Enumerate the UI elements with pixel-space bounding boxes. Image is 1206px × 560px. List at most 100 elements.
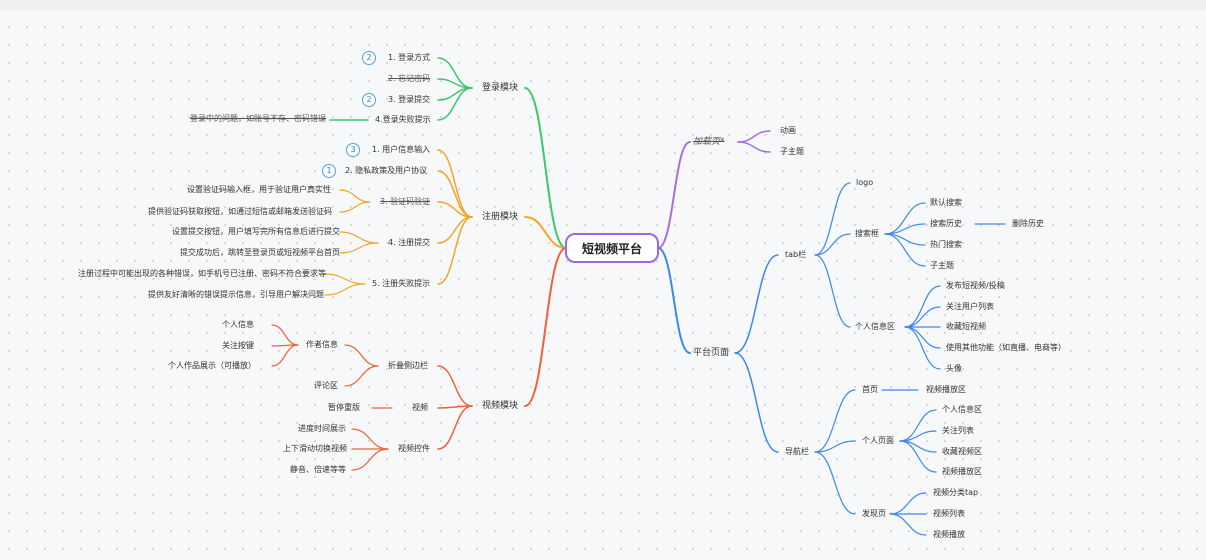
node-search-history[interactable]: 搜索历史	[930, 219, 962, 228]
badge-privacy-policy[interactable]: 1	[322, 164, 336, 178]
node-logo[interactable]: logo	[856, 178, 874, 187]
node-progress-time[interactable]: 进度时间展示	[298, 424, 346, 433]
edge-profile-1	[904, 306, 941, 328]
edge-loading-anim	[737, 130, 771, 143]
node-follow-button[interactable]: 关注按键	[222, 341, 254, 350]
node-login-module[interactable]: 登录模块	[482, 83, 519, 93]
node-captcha-verify[interactable]: 3. 验证码验证	[380, 197, 431, 206]
edge-tab-search	[814, 233, 851, 256]
edge-tab-profile	[814, 254, 851, 328]
node-login-method[interactable]: 1. 登录方式	[388, 53, 431, 62]
edge-register-1	[437, 170, 473, 218]
node-user-info-input[interactable]: 1. 用户信息输入	[372, 145, 431, 154]
badge-login-method[interactable]: 2	[362, 51, 376, 65]
node-personal-info[interactable]: 个人信息	[222, 320, 254, 329]
node-collapsible-sidebar[interactable]: 折叠侧边栏	[388, 361, 428, 370]
edge-root-video	[524, 247, 567, 407]
node-favorite-videos[interactable]: 收藏短视频	[946, 322, 986, 331]
edge-discover-0	[889, 492, 927, 515]
edge-nav-discover	[814, 451, 856, 515]
node-animation[interactable]: 动画	[780, 126, 796, 135]
edge-register-4	[437, 216, 473, 285]
badge-login-submit[interactable]: 2	[362, 93, 376, 107]
edge-root-loading	[657, 141, 691, 249]
edge-register-0	[437, 149, 473, 218]
edge-captcha-2	[339, 201, 371, 213]
edge-fail-2	[324, 283, 366, 296]
node-register-fail-note-1[interactable]: 注册过程中可能出现的各种错误，如手机号已注册、密码不符合要求等	[78, 269, 326, 278]
node-home-video-area[interactable]: 视频播放区	[926, 385, 966, 394]
node-loading-subtopic[interactable]: 子主题	[780, 147, 804, 156]
node-video-category[interactable]: 视频分类tap	[933, 488, 979, 497]
node-login-submit[interactable]: 3. 登录提交	[388, 95, 431, 104]
node-navbar[interactable]: 导航栏	[785, 447, 809, 456]
node-register-fail-note-2[interactable]: 提供友好清晰的错误提示信息，引导用户解决问题	[148, 290, 324, 299]
edge-root-login	[524, 87, 567, 249]
root-node[interactable]: 短视频平台	[565, 233, 659, 263]
node-video-controls[interactable]: 视频控件	[398, 444, 430, 453]
node-following-list[interactable]: 关注用户列表	[946, 302, 994, 311]
node-platform-page[interactable]: 平台页面	[693, 348, 730, 358]
node-login-fail-note[interactable]: 登录中的问题，如账号不存、密码错误	[190, 114, 326, 123]
edge-sidebar-author	[344, 344, 379, 367]
node-video-play[interactable]: 视频播放	[933, 530, 965, 539]
edge-root-platform	[657, 247, 691, 354]
edge-login-3	[437, 87, 473, 121]
node-login-fail[interactable]: 4.登录失败提示	[375, 115, 431, 124]
node-register-module[interactable]: 注册模块	[482, 212, 519, 222]
edge-register-3	[437, 216, 473, 244]
node-avatar[interactable]: 头像	[946, 364, 962, 373]
root-label: 短视频平台	[581, 241, 642, 256]
node-pause[interactable]: 暂停重版	[328, 403, 360, 412]
node-author-info[interactable]: 作者信息	[306, 340, 338, 349]
node-search-subtopic[interactable]: 子主题	[930, 261, 954, 270]
edge-submit-2	[339, 242, 379, 254]
edge-profile-0	[904, 285, 941, 328]
node-home[interactable]: 首页	[862, 385, 878, 394]
node-default-search[interactable]: 默认搜索	[930, 198, 962, 207]
node-register-fail[interactable]: 5. 注册失败提示	[372, 279, 431, 288]
node-register-submit[interactable]: 4. 注册提交	[388, 238, 431, 247]
node-discover[interactable]: 发现页	[862, 509, 886, 518]
node-video[interactable]: 视频	[412, 403, 428, 412]
node-video-list[interactable]: 视频列表	[933, 509, 965, 518]
node-personal-video-area[interactable]: 视频播放区	[942, 467, 982, 476]
node-personal-page[interactable]: 个人页面	[862, 436, 894, 445]
node-profile-area[interactable]: 个人信息区	[855, 322, 895, 331]
top-band	[0, 0, 1206, 10]
node-comment-area[interactable]: 评论区	[314, 381, 338, 390]
node-works-display[interactable]: 个人作品展示（可播放）	[168, 361, 256, 370]
node-delete-history[interactable]: 删除历史	[1012, 219, 1044, 228]
edge-author-2	[271, 344, 299, 367]
node-register-submit-note-2[interactable]: 提交成功后，跳转至登录页或短视频平台首页	[180, 248, 340, 257]
edge-video-2	[437, 405, 473, 450]
node-other-features[interactable]: 使用其他功能（如直播、电商等）	[946, 343, 1066, 352]
node-forgot-password[interactable]: 2. 忘记密码	[388, 74, 431, 83]
node-swipe-switch[interactable]: 上下滑动切换视频	[283, 444, 347, 453]
node-hot-search[interactable]: 热门搜索	[930, 240, 962, 249]
edge-profile-3	[904, 326, 941, 349]
node-publish-video[interactable]: 发布短视频/投稿	[946, 281, 1005, 290]
node-captcha-note-1[interactable]: 设置验证码输入框，用于验证用户真实性	[187, 185, 331, 194]
edge-loading-sub	[737, 141, 771, 153]
node-video-module[interactable]: 视频模块	[482, 401, 519, 411]
node-follow-list[interactable]: 关注列表	[942, 426, 974, 435]
mindmap-edges	[271, 57, 1006, 536]
node-privacy-policy[interactable]: 2. 隐私政策及用户协议	[345, 166, 428, 175]
node-register-submit-note-1[interactable]: 设置提交按钮，用户填写完所有信息后进行提交	[172, 227, 340, 236]
edge-controls-0	[351, 428, 389, 450]
node-captcha-note-2[interactable]: 提供验证码获取按钮，如通过短信或邮箱发送验证码	[148, 207, 332, 216]
edge-controls-2	[351, 448, 389, 471]
node-favorite-area[interactable]: 收藏视频区	[942, 447, 982, 456]
edge-fail-1	[324, 273, 366, 285]
edge-captcha-1	[339, 189, 371, 203]
edge-discover-2	[889, 513, 927, 536]
node-loading-page[interactable]: 加载页*	[693, 137, 725, 147]
node-personal-info-area[interactable]: 个人信息区	[942, 405, 982, 414]
node-search-box[interactable]: 搜索框	[855, 229, 879, 238]
edge-author-0	[271, 324, 299, 346]
node-tabbar[interactable]: tab栏	[785, 250, 807, 259]
node-mute-speed[interactable]: 静音、倍速等等	[290, 465, 346, 474]
edge-root-register	[524, 216, 567, 249]
badge-user-info-input[interactable]: 3	[346, 143, 360, 157]
